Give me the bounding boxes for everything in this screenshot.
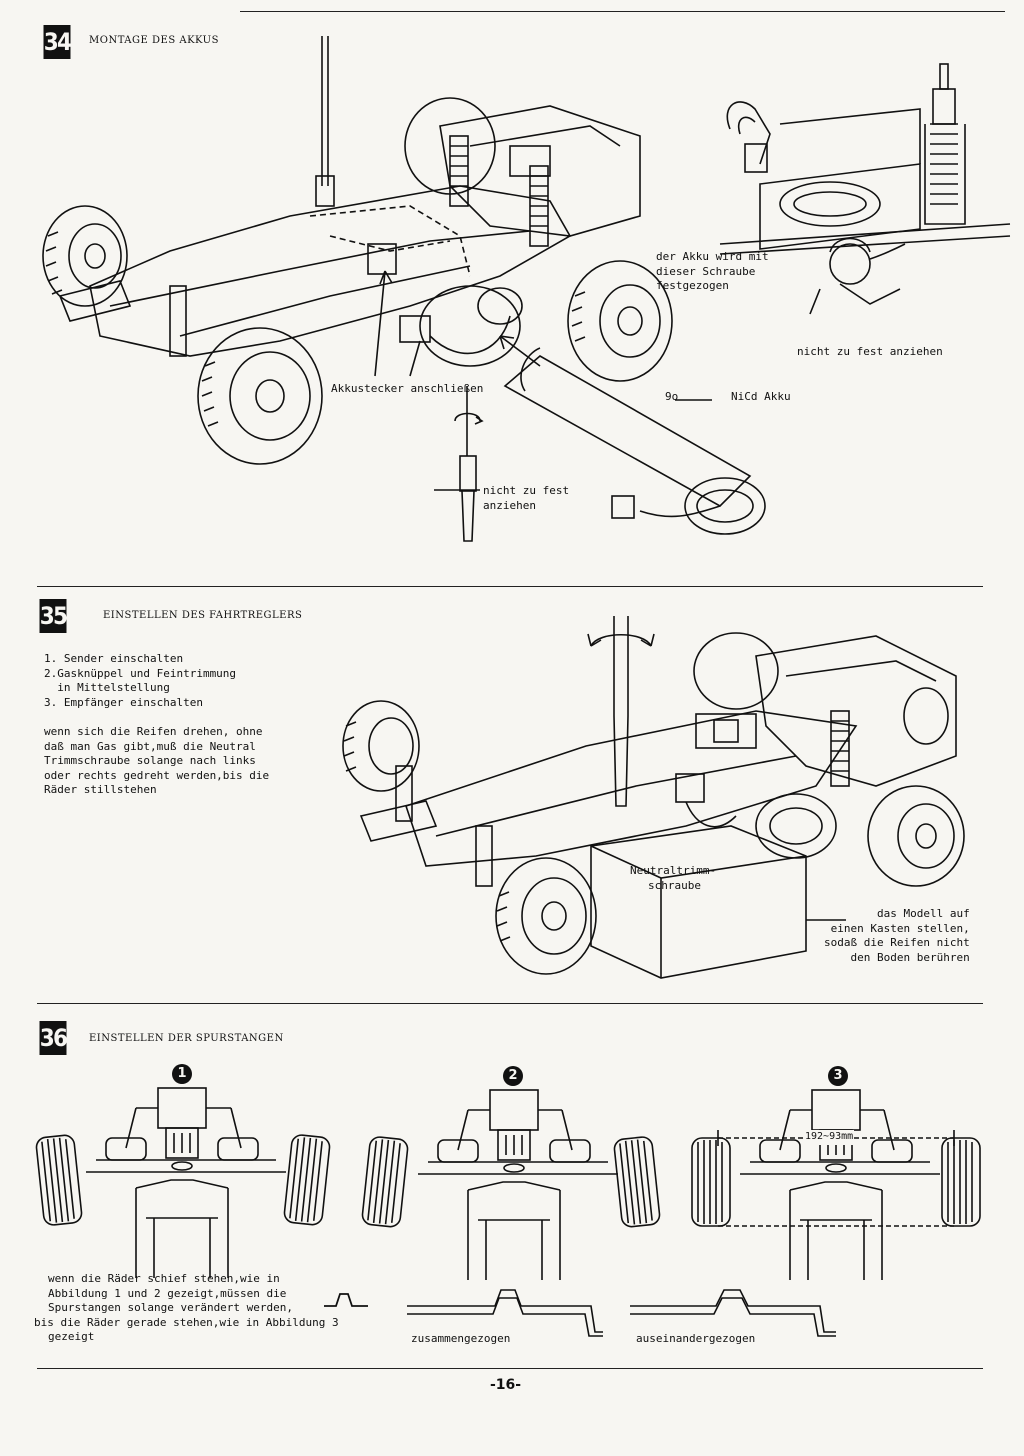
figure-2-number: 2 xyxy=(503,1066,523,1086)
step-35-heading: EINSTELLEN DES FAHRTREGLERS xyxy=(103,610,303,621)
tie-rod-figure-3 xyxy=(691,1089,981,1280)
box-instruction-label: das Modell auf einen Kasten stellen, sod… xyxy=(824,907,970,964)
tie-rod-figure-1 xyxy=(35,1087,331,1278)
tie-rod-paragraph: wenn die Räder schief stehen,wie in Abbi… xyxy=(34,1272,339,1343)
battery-label: NiCd Akku xyxy=(731,390,791,403)
contracted-rod-drawing xyxy=(407,1289,603,1337)
battery-mount-illustration xyxy=(42,36,766,542)
figure-1-number: 1 xyxy=(172,1064,192,1084)
expanded-label: auseinandergezogen xyxy=(636,1332,756,1345)
contracted-label: zusammengezogen xyxy=(411,1332,511,1345)
not-too-tight-label: nicht zu fest anziehen xyxy=(483,484,570,512)
trim-screw-label: Neutraltrimm- schraube xyxy=(630,864,717,892)
not-too-tight-right-label: nicht zu fest anziehen xyxy=(797,345,943,358)
step-35-number: 35 xyxy=(39,599,68,633)
step-36-number: 36 xyxy=(39,1021,68,1055)
plug-connect-label: Akkustecker anschließen xyxy=(331,382,484,395)
bottom-rule xyxy=(37,1368,983,1369)
step-34-number: 34 xyxy=(43,25,72,59)
expanded-rod-drawing xyxy=(630,1289,836,1337)
top-rule xyxy=(240,11,1005,12)
step-34-heading: MONTAGE DES AKKUS xyxy=(89,35,219,46)
screw-label: der Akku wird mit dieser Schraube festge… xyxy=(656,250,769,292)
battery-screw-inset xyxy=(719,63,1011,315)
figure-3-number: 3 xyxy=(828,1066,848,1086)
section-divider-35-36 xyxy=(37,1003,983,1004)
section-divider-34-35 xyxy=(37,586,983,587)
step-list: 1. Sender einschalten 2.Gasknüppel und F… xyxy=(44,652,237,709)
dimension-label: 192~93mm xyxy=(804,1130,855,1145)
speed-controller-paragraph: wenn sich die Reifen drehen, ohne daß ma… xyxy=(44,725,270,796)
tie-rod-symbol xyxy=(324,1293,368,1307)
tie-rod-figure-2 xyxy=(361,1089,661,1280)
page-number: -16- xyxy=(490,1377,522,1393)
step-36-heading: EINSTELLEN DER SPURSTANGEN xyxy=(89,1033,284,1044)
code-label: 9o xyxy=(665,390,679,403)
speed-controller-illustration xyxy=(342,616,965,979)
